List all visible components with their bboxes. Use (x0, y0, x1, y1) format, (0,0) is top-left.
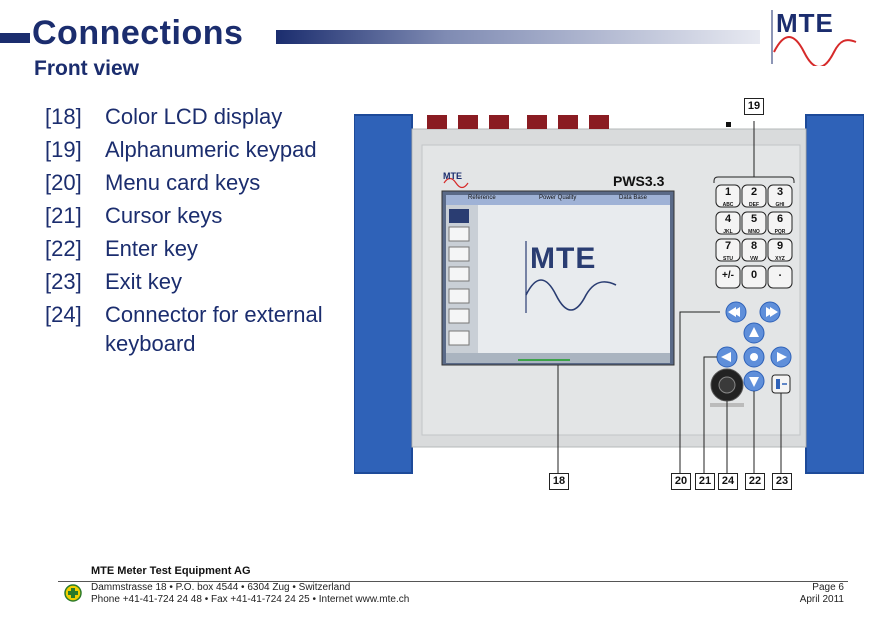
callout-18: 18 (549, 473, 569, 490)
screen-tab-data-base: Data Base (619, 195, 648, 201)
callout-24: 24 (718, 473, 738, 490)
keypad-keys (715, 184, 793, 289)
device-brand: MTE (443, 171, 462, 181)
page-date: April 2011 (799, 594, 844, 605)
item-label: Alphanumeric keypad (105, 137, 317, 162)
footer-divider (58, 581, 848, 582)
item-number: [18] (45, 104, 82, 129)
lcd-content (478, 205, 670, 353)
title-marker (0, 33, 30, 43)
screen-logo: MTE (530, 242, 597, 275)
top-connector (489, 115, 509, 129)
device-front-view: MTE PWS3.3 Reference Power Quality Data … (354, 98, 864, 490)
page-title: Connections (32, 14, 244, 52)
list-item: [21] Cursor keys (45, 199, 365, 232)
list-item: [20] Menu card keys (45, 166, 365, 199)
page-subtitle: Front view (34, 57, 140, 80)
screen-tab-power-quality: Power Quality (539, 195, 577, 201)
footer-page-info: Page 6 April 2011 (780, 582, 844, 606)
footer-company: MTE Meter Test Equipment AG (91, 565, 251, 577)
list-item: [23] Exit key (45, 265, 365, 298)
item-number: [19] (45, 137, 82, 162)
item-label: Exit key (105, 269, 183, 294)
list-item: [22] Enter key (45, 232, 365, 265)
callout-22: 22 (745, 473, 765, 490)
top-connector (589, 115, 609, 129)
title-gradient-bar (276, 30, 760, 44)
connection-list: [18] Color LCD display [19] Alphanumeric k… (45, 100, 365, 358)
page-number: Page 6 (812, 582, 844, 593)
callout-23: 23 (772, 473, 792, 490)
item-number: [20] (45, 170, 82, 195)
address-line-1: Dammstrasse 18 • P.O. box 4544 • 6304 Zu… (91, 582, 351, 593)
footer-address: Dammstrasse 18 • P.O. box 4544 • 6304 Zu… (91, 582, 409, 606)
item-number: [22] (45, 236, 82, 261)
callout-21: 21 (695, 473, 715, 490)
key-plus-minus: +/- (722, 270, 734, 281)
item-label: Connector for external keyboard (105, 302, 323, 356)
key-0: 0 (750, 269, 758, 281)
item-label: Menu card keys (105, 170, 261, 195)
top-connector (427, 115, 447, 129)
item-label: Cursor keys (105, 203, 223, 228)
top-connector (458, 115, 478, 129)
list-item: [18] Color LCD display (45, 100, 365, 133)
address-line-2: Phone +41-41-724 24 48 • Fax +41-41-724 … (91, 594, 410, 605)
list-item: [24] Connector for external keyboard (45, 298, 365, 358)
key-dot: . (778, 267, 782, 279)
callout-19: 19 (744, 98, 764, 115)
logo-text: MTE (776, 8, 834, 38)
device-model: PWS3.3 (613, 173, 665, 189)
item-label: Enter key (105, 236, 198, 261)
right-bumper (806, 115, 864, 473)
item-number: [21] (45, 203, 82, 228)
swiss-flag-icon (62, 584, 84, 602)
top-connector (527, 115, 547, 129)
left-bumper (354, 115, 412, 473)
item-label: Color LCD display (105, 104, 283, 129)
item-number: [24] (45, 302, 82, 327)
list-item: [19] Alphanumeric keypad (45, 133, 365, 166)
top-connector (558, 115, 578, 129)
exit-key (771, 374, 791, 394)
item-number: [23] (45, 269, 82, 294)
callout-20: 20 (671, 473, 691, 490)
screen-tab-reference: Reference (468, 195, 496, 201)
